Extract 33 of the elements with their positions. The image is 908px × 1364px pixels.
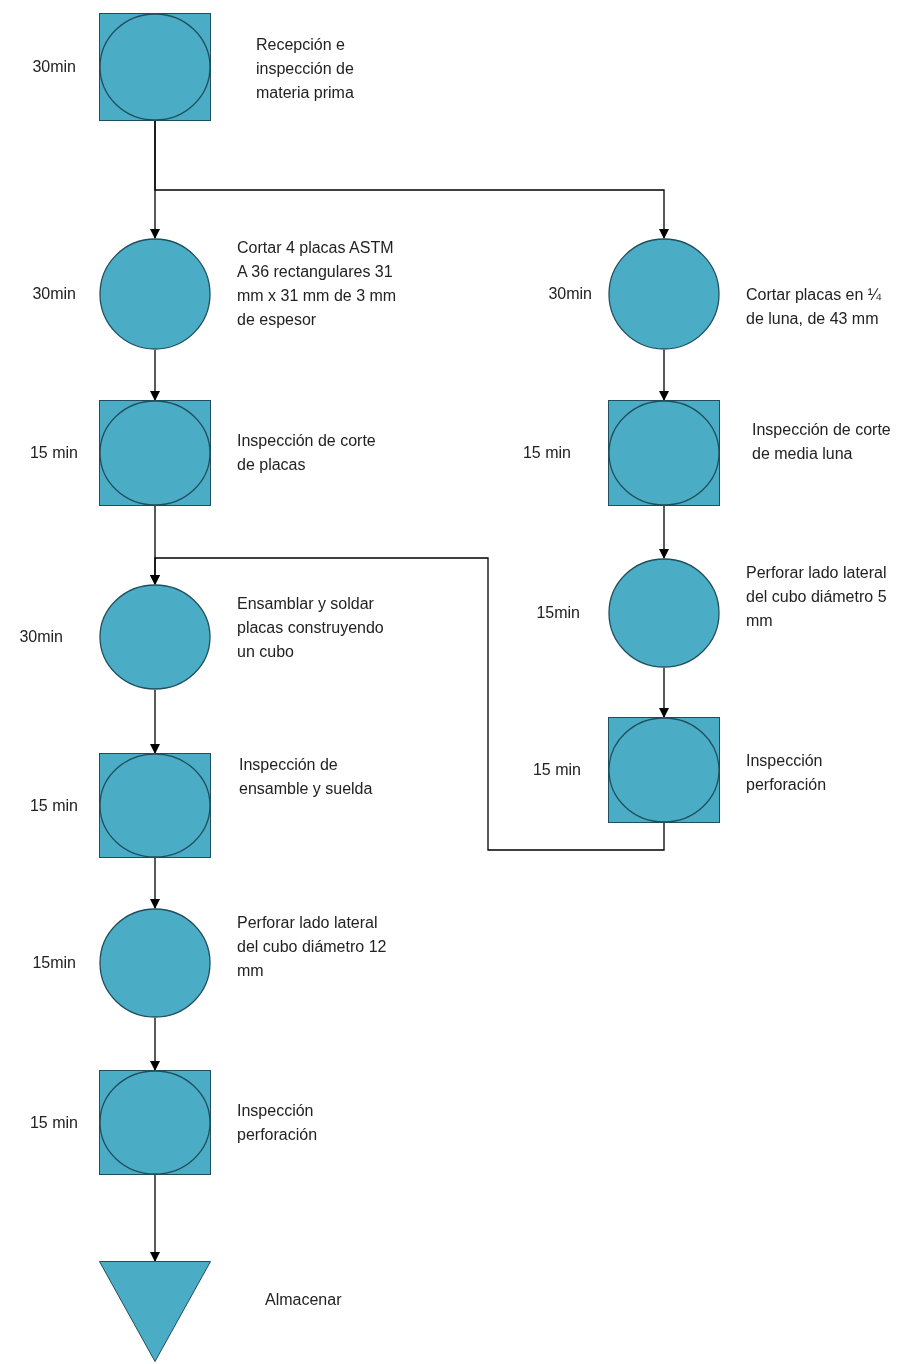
- step-description: Recepción e inspección de materia prima: [256, 35, 355, 103]
- arrow: [150, 689, 160, 754]
- step-description: Perforar lado lateral del cubo diámetro 5 mm: [746, 563, 888, 631]
- arrow: [150, 557, 665, 851]
- duration-label: 30min: [31, 284, 76, 304]
- duration-label: 15 min: [28, 443, 78, 463]
- duration-label: 15 min: [28, 1112, 78, 1133]
- step-description: Cortar 4 placas ASTM A 36 rectangulares 31 mm x 31 mm de 3 mm de espesor: [237, 238, 397, 330]
- arrow: [154, 120, 669, 239]
- duration-label: 15 min: [28, 795, 78, 816]
- arrow: [659, 505, 669, 559]
- step-description: Inspección perforación: [746, 751, 828, 795]
- duration-label: 30min: [18, 627, 63, 647]
- step-description: Inspección de ensamble y suelda: [239, 755, 374, 799]
- step-description: Inspección de corte de media luna: [752, 420, 892, 464]
- arrow: [150, 1017, 160, 1071]
- arrow: [150, 1174, 160, 1262]
- arrow: [150, 857, 160, 909]
- step-description: Perforar lado lateral del cubo diámetro 12 mm: [237, 913, 388, 981]
- step-description: Ensamblar y soldar placas construyendo un cubo: [237, 594, 385, 662]
- duration-label: 30min: [31, 57, 76, 77]
- duration-label: 15 min: [531, 760, 581, 780]
- step-description: Inspección perforación: [237, 1101, 319, 1145]
- arrow: [150, 349, 160, 401]
- arrow: [659, 349, 669, 401]
- duration-label: 15 min: [521, 443, 571, 463]
- step-description: Almacenar: [265, 1290, 343, 1310]
- step-description: Cortar placas en ¼ de luna, de 43 mm: [746, 285, 883, 329]
- step-description: Inspección de corte de placas: [237, 431, 377, 475]
- arrow: [659, 667, 669, 718]
- duration-label: 30min: [547, 284, 592, 304]
- duration-label: 15min: [31, 953, 76, 973]
- duration-label: 15min: [535, 603, 580, 623]
